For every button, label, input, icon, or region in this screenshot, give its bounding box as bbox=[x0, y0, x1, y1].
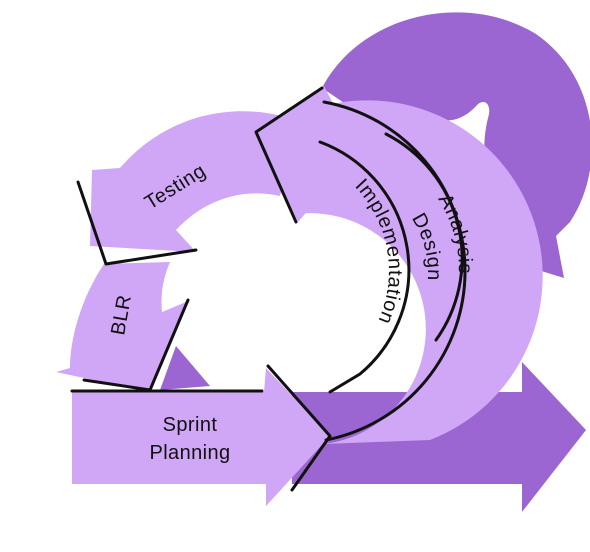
development-arrowhead bbox=[256, 86, 368, 222]
stage-label-sprint-line-2: Planning bbox=[149, 442, 230, 464]
development-arrowhead-outline bbox=[254, 86, 324, 224]
development-band bbox=[296, 100, 543, 445]
sprint-planning-arrow-shape bbox=[72, 368, 330, 506]
implementation-divider bbox=[318, 140, 411, 394]
testing-arrowhead-outline bbox=[76, 180, 198, 266]
release-arrow bbox=[292, 362, 586, 512]
analysis-divider bbox=[384, 132, 464, 342]
blr-arrow-shape bbox=[56, 262, 186, 392]
design-divider bbox=[322, 100, 467, 442]
sprint-arrowhead-outline bbox=[266, 364, 332, 492]
blr-shadow bbox=[160, 346, 210, 390]
stage-label-sprint-line-1: Sprint bbox=[163, 414, 218, 436]
testing-arrow-shape bbox=[90, 111, 300, 252]
